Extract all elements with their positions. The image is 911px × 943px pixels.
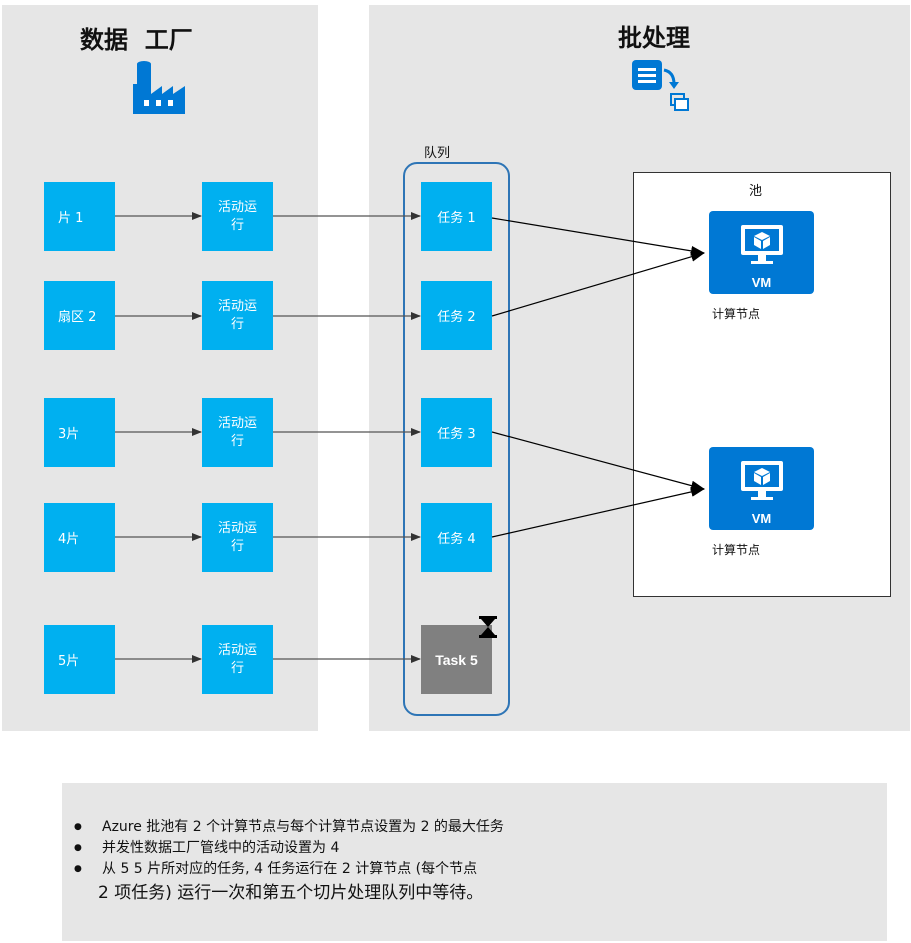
activity-run-label: 活动运 行	[217, 298, 257, 332]
activity-run-label: 活动运 行	[217, 642, 257, 676]
data-factory-panel	[2, 5, 318, 731]
hourglass-icon	[479, 616, 497, 638]
monitor-cube-icon	[741, 225, 783, 264]
monitor-cube-icon	[741, 461, 783, 500]
pool-label: 池	[749, 184, 763, 199]
activity-run-label: 活动运 行	[217, 415, 257, 449]
queue-container	[403, 162, 510, 716]
compute-node-label-2: 计算节点	[712, 543, 761, 557]
arrow-task-3-vm-2	[491, 431, 705, 491]
vm-node-2: VM	[709, 447, 814, 530]
task-3: 任务 3	[421, 398, 492, 467]
slice-5: 5片	[44, 625, 115, 694]
activity-run-2: 活动运 行	[202, 281, 273, 350]
vm-label: VM	[751, 275, 772, 290]
activity-run-label: 活动运 行	[217, 199, 257, 233]
note-item: 从 5 5 片所对应的任务, 4 任务运行在 2 计算节点 (每个节点	[66, 859, 866, 880]
vm-label: VM	[751, 511, 772, 526]
slice-2: 扇区 2	[44, 281, 115, 350]
note-continuation: 2 项任务) 运行一次和第五个切片处理队列中等待。	[98, 883, 484, 903]
activity-run-5: 活动运 行	[202, 625, 273, 694]
arrow-task-1-vm-1	[491, 217, 705, 256]
activity-run-4: 活动运 行	[202, 503, 273, 572]
activity-run-label: 活动运 行	[217, 520, 257, 554]
factory-icon	[133, 61, 185, 114]
arrow-task-4-vm-2	[491, 486, 705, 538]
queue-label: 队列	[424, 146, 451, 161]
task-1: 任务 1	[421, 182, 492, 251]
activity-run-3: 活动运 行	[202, 398, 273, 467]
task-4: 任务 4	[421, 503, 492, 572]
vm-node-1: VM	[709, 211, 814, 294]
activity-run-1: 活动运 行	[202, 182, 273, 251]
arrows-layer	[115, 212, 705, 663]
slice-4: 4片	[44, 503, 115, 572]
note-item: Azure 批池有 2 个计算节点与每个计算节点设置为 2 的最大任务	[66, 817, 866, 838]
slice-3: 3片	[44, 398, 115, 467]
notes-panel: Azure 批池有 2 个计算节点与每个计算节点设置为 2 的最大任务 并发性数…	[62, 783, 887, 941]
batch-title: 批处理	[618, 24, 690, 52]
slice-1: 片 1	[44, 182, 115, 251]
data-factory-title: 数据 工厂	[80, 26, 193, 54]
compute-node-label-1: 计算节点	[712, 307, 761, 321]
notes-list: Azure 批池有 2 个计算节点与每个计算节点设置为 2 的最大任务 并发性数…	[66, 817, 866, 880]
task-2: 任务 2	[421, 281, 492, 350]
batch-icon	[632, 60, 689, 111]
note-item: 并发性数据工厂管线中的活动设置为 4	[66, 838, 866, 859]
arrow-task-2-vm-1	[491, 251, 705, 317]
